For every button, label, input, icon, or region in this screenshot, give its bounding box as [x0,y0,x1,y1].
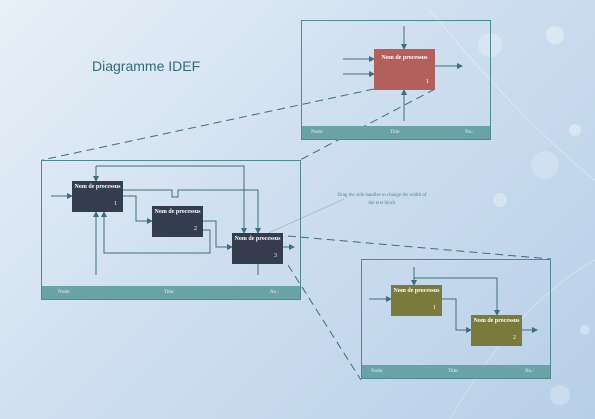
process-label: Nom de processus [473,318,520,324]
footer-node: Node: [311,130,324,135]
process-box-middle-1[interactable]: Nom de processus 1 [72,181,123,212]
footer-no: No.: [270,290,279,295]
process-label: Nom de processus [393,288,440,294]
process-label: Nom de processus [154,209,201,215]
footer-no: No.: [525,369,534,374]
middle-frame-footer: Node: Title: No.: [42,286,300,299]
footer-title: Title: [390,130,401,135]
callout-note: Drag the side handles to change the widt… [337,193,427,206]
process-number: 1 [426,79,429,85]
process-box-middle-2[interactable]: Nom de processus 2 [152,206,203,237]
middle-diagram-frame: Node: Title: No.: [41,160,301,300]
process-number: 1 [114,201,117,207]
process-number: 2 [513,335,516,341]
footer-no: No.: [465,130,474,135]
process-box-bottom-2[interactable]: Nom de processus 2 [471,315,522,346]
footer-title: Title: [164,290,175,295]
process-label: Nom de processus [234,236,281,242]
process-number: 3 [274,253,277,259]
page-title: Diagramme IDEF [92,58,201,74]
bottom-diagram-frame: Node: Title: No.: [361,259,551,379]
process-number: 2 [194,226,197,232]
footer-title: Title: [448,369,459,374]
top-diagram-frame: Node: Title: No.: [301,20,491,140]
footer-node: Node: [371,369,384,374]
process-number: 1 [433,305,436,311]
process-box-top-1[interactable]: Nom de processus 1 [374,49,435,90]
bottom-frame-footer: Node: Title: No.: [362,365,550,378]
top-frame-footer: Node: Title: No.: [302,126,490,139]
process-label: Nom de processus [381,55,428,61]
process-box-middle-3[interactable]: Nom de processus 3 [232,233,283,264]
process-label: Nom de processus [74,184,121,190]
footer-node: Node: [58,290,71,295]
process-box-bottom-1[interactable]: Nom de processus 1 [391,285,442,316]
